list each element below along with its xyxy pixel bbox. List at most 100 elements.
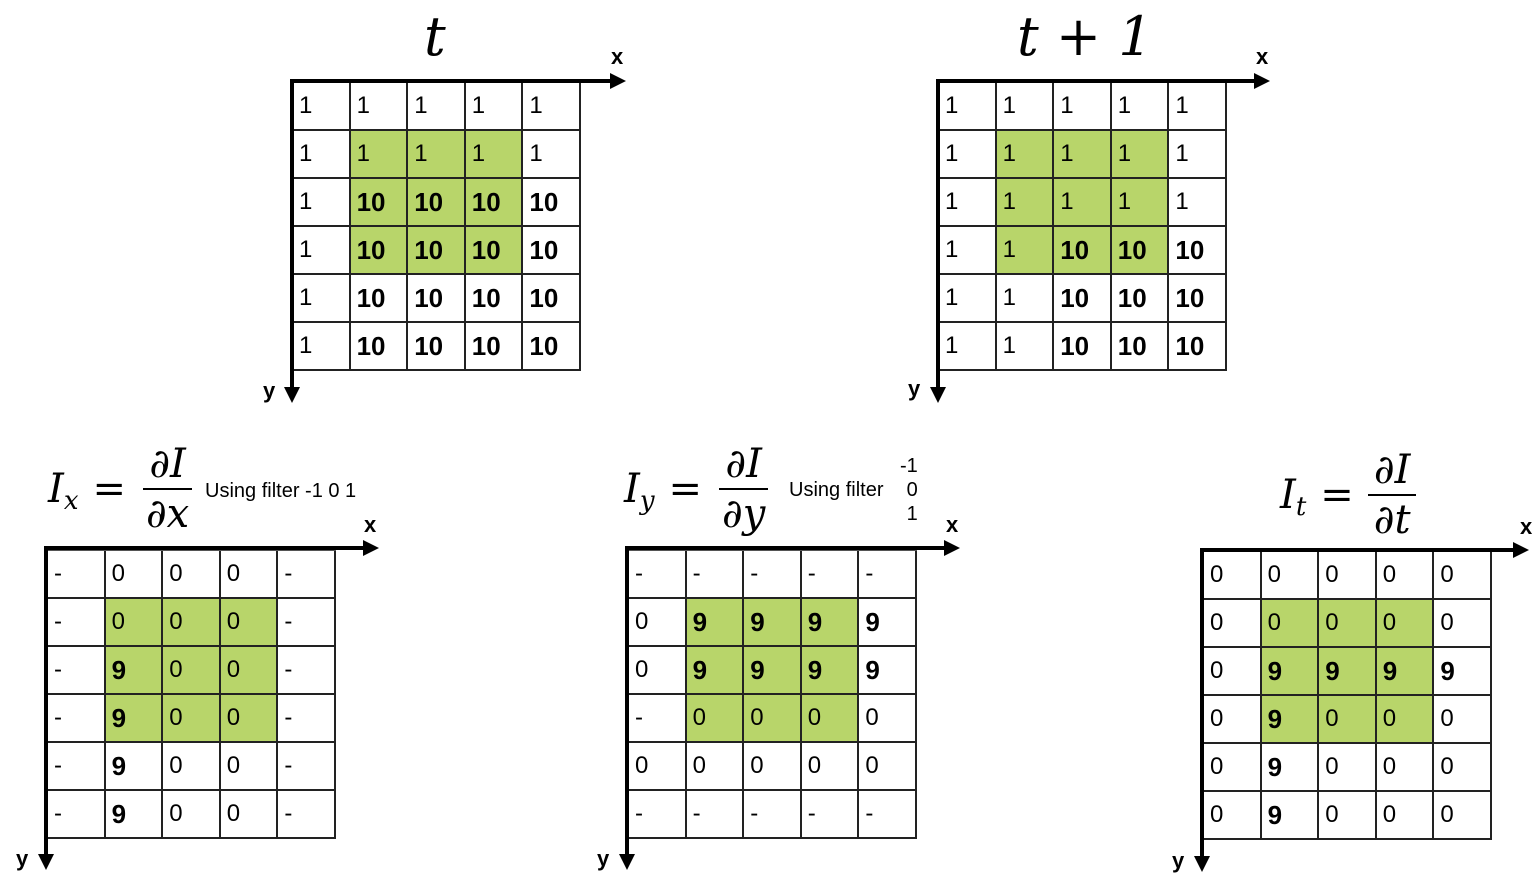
frame-t-plus-1-cell: 1 xyxy=(996,227,1055,275)
ix-cell: 0 xyxy=(220,791,279,839)
iy-filter-note: Using filter xyxy=(789,479,884,501)
it-y-axis xyxy=(1194,548,1210,872)
frame-t-cell: 1 xyxy=(293,275,351,323)
frame-t-plus-1-cell: 1 xyxy=(1054,131,1112,179)
ix-cell: - xyxy=(48,695,106,743)
ix-cell: 0 xyxy=(163,695,221,743)
it-cell: 0 xyxy=(1204,696,1262,744)
iy-cell: - xyxy=(744,791,802,839)
frame-t-plus-1-cell: 1 xyxy=(996,179,1055,227)
frame-t-plus-1-cell: 1 xyxy=(996,83,1055,131)
frame-t-plus-1-cell: 1 xyxy=(996,323,1055,371)
frame-t-plus-1-cell: 1 xyxy=(996,275,1055,323)
iy-cell: - xyxy=(744,551,802,599)
iy-cell: - xyxy=(629,791,687,839)
iy-cell: - xyxy=(629,695,687,743)
ix-cell: - xyxy=(48,599,106,647)
frame-t-plus-1-title: t + 1 xyxy=(1017,5,1153,68)
iy-cell: - xyxy=(686,791,745,839)
ix-cell: 0 xyxy=(220,599,279,647)
iy-y-axis xyxy=(619,546,635,870)
frame-t-cell: 10 xyxy=(408,227,466,275)
ix-cell: 9 xyxy=(105,695,164,743)
it-cell: 0 xyxy=(1204,792,1262,840)
iy-formula-numerator: ∂I xyxy=(719,442,768,490)
ix-cell: 9 xyxy=(105,743,164,791)
it-x-axis xyxy=(1203,542,1529,558)
iy-cell: 0 xyxy=(629,647,687,695)
it-formula-fraction: ∂I ∂t xyxy=(1367,448,1417,543)
iy-y-label: y xyxy=(597,846,610,871)
it-cell: 0 xyxy=(1434,792,1492,840)
iy-cell: 9 xyxy=(801,599,860,647)
ix-cell: 0 xyxy=(163,791,221,839)
frame-t-cell: 1 xyxy=(523,83,581,131)
it-formula-equals: = xyxy=(1320,472,1354,518)
iy-cell: 0 xyxy=(801,743,860,791)
ix-cell: - xyxy=(278,599,336,647)
frame-t-plus-1-cell: 1 xyxy=(1111,179,1170,227)
frame-t-cell: 10 xyxy=(523,323,581,371)
iy-cell: 9 xyxy=(744,647,802,695)
ix-cell: 0 xyxy=(220,743,279,791)
frame-t-y-axis xyxy=(284,79,300,403)
frame-t-plus-1-cell: 1 xyxy=(939,83,997,131)
iy-cell: 0 xyxy=(744,743,802,791)
it-cell: 0 xyxy=(1376,552,1435,600)
it-cell: 9 xyxy=(1261,648,1320,696)
ix-x-label: x xyxy=(364,512,377,537)
frame-t-plus-1-cell: 1 xyxy=(939,227,997,275)
iy-cell: - xyxy=(801,791,860,839)
frame-t-plus-1-cell: 1 xyxy=(1169,131,1227,179)
ix-cell: 0 xyxy=(163,647,221,695)
it-formula-lhs: I xyxy=(1280,472,1296,518)
iy-cell: - xyxy=(801,551,860,599)
frame-t-plus-1-cell: 10 xyxy=(1054,275,1112,323)
ix-formula-numerator: ∂I xyxy=(143,442,192,490)
frame-t-cell: 10 xyxy=(465,227,524,275)
it-cell: 0 xyxy=(1376,792,1435,840)
frame-t-plus-1-cell: 1 xyxy=(939,275,997,323)
frame-t-plus-1-cell: 1 xyxy=(939,323,997,371)
frame-t-plus-1-cell: 1 xyxy=(996,131,1055,179)
it-y-label: y xyxy=(1172,848,1185,873)
iy-cell: 9 xyxy=(801,647,860,695)
frame-t-cell: 10 xyxy=(523,275,581,323)
frame-t-plus-1-cell: 10 xyxy=(1111,275,1170,323)
it-formula-denominator: ∂t xyxy=(1373,497,1411,543)
frame-t-cell: 1 xyxy=(293,83,351,131)
frame-t-cell: 1 xyxy=(293,179,351,227)
ix-y-axis xyxy=(38,546,54,870)
frame-t-plus-1-cell: 10 xyxy=(1054,227,1112,275)
iy-cell: 0 xyxy=(744,695,802,743)
it-formula-numerator: ∂I xyxy=(1367,448,1417,496)
frame-t-plus-1-cell: 1 xyxy=(939,131,997,179)
it-cell: 0 xyxy=(1319,600,1377,648)
frame-t-plus-1-cell: 1 xyxy=(1054,179,1112,227)
it-cell: 0 xyxy=(1376,744,1435,792)
iy-x-axis xyxy=(628,540,960,556)
ix-cell: - xyxy=(48,743,106,791)
frame-t-cell: 10 xyxy=(523,227,581,275)
iy-formula-sub: y xyxy=(639,486,655,516)
frame-t-plus-1-y-label: y xyxy=(908,376,921,401)
frame-t-cell: 10 xyxy=(465,179,524,227)
iy-cell: - xyxy=(629,551,687,599)
frame-t-plus-1-cell: 10 xyxy=(1169,323,1227,371)
it-cell: 9 xyxy=(1376,648,1435,696)
frame-t-plus-1-cell: 10 xyxy=(1111,323,1170,371)
it-cell: 9 xyxy=(1261,744,1320,792)
it-cell: 0 xyxy=(1204,552,1262,600)
frame-t-title: t xyxy=(424,5,446,68)
ix-formula-sub: x xyxy=(63,486,79,516)
iy-x-label: x xyxy=(946,512,959,537)
it-cell: 9 xyxy=(1261,792,1320,840)
frame-t-cell: 1 xyxy=(350,131,409,179)
ix-filter-note: Using filter -1 0 1 xyxy=(205,480,357,502)
iy-cell: 0 xyxy=(629,743,687,791)
it-cell: 0 xyxy=(1434,744,1492,792)
it-cell: 9 xyxy=(1434,648,1492,696)
it-cell: 0 xyxy=(1434,552,1492,600)
